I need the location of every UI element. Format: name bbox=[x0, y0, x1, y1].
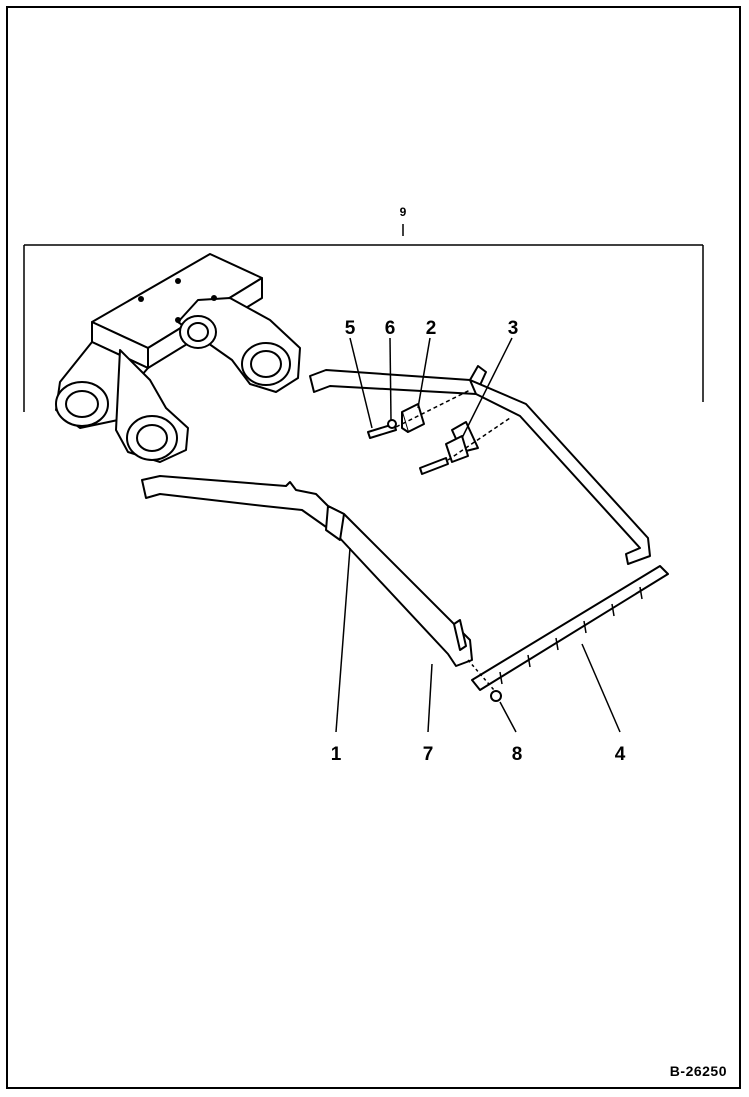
callout-4: 4 bbox=[615, 744, 626, 765]
callout-8: 8 bbox=[512, 744, 523, 765]
cross-rail bbox=[471, 565, 669, 691]
callout-2: 2 bbox=[426, 318, 437, 339]
callout-3: 3 bbox=[508, 318, 519, 339]
callout-6: 6 bbox=[385, 318, 396, 339]
figure-id-label: B-26250 bbox=[669, 1063, 727, 1079]
pin bbox=[453, 619, 467, 651]
washer bbox=[387, 419, 397, 429]
leader-lines bbox=[335, 337, 621, 733]
callout-9: 9 bbox=[400, 205, 407, 219]
drawing-frame bbox=[6, 6, 741, 1089]
bracket-clip bbox=[419, 417, 511, 475]
callout-5: 5 bbox=[345, 318, 356, 339]
assembly-bracket bbox=[23, 224, 704, 412]
callout-7: 7 bbox=[423, 744, 434, 765]
clamp-block bbox=[401, 403, 425, 433]
callout-1: 1 bbox=[331, 744, 342, 765]
arm-left bbox=[141, 475, 473, 667]
mounting-frame bbox=[55, 253, 301, 463]
nut bbox=[467, 659, 502, 702]
